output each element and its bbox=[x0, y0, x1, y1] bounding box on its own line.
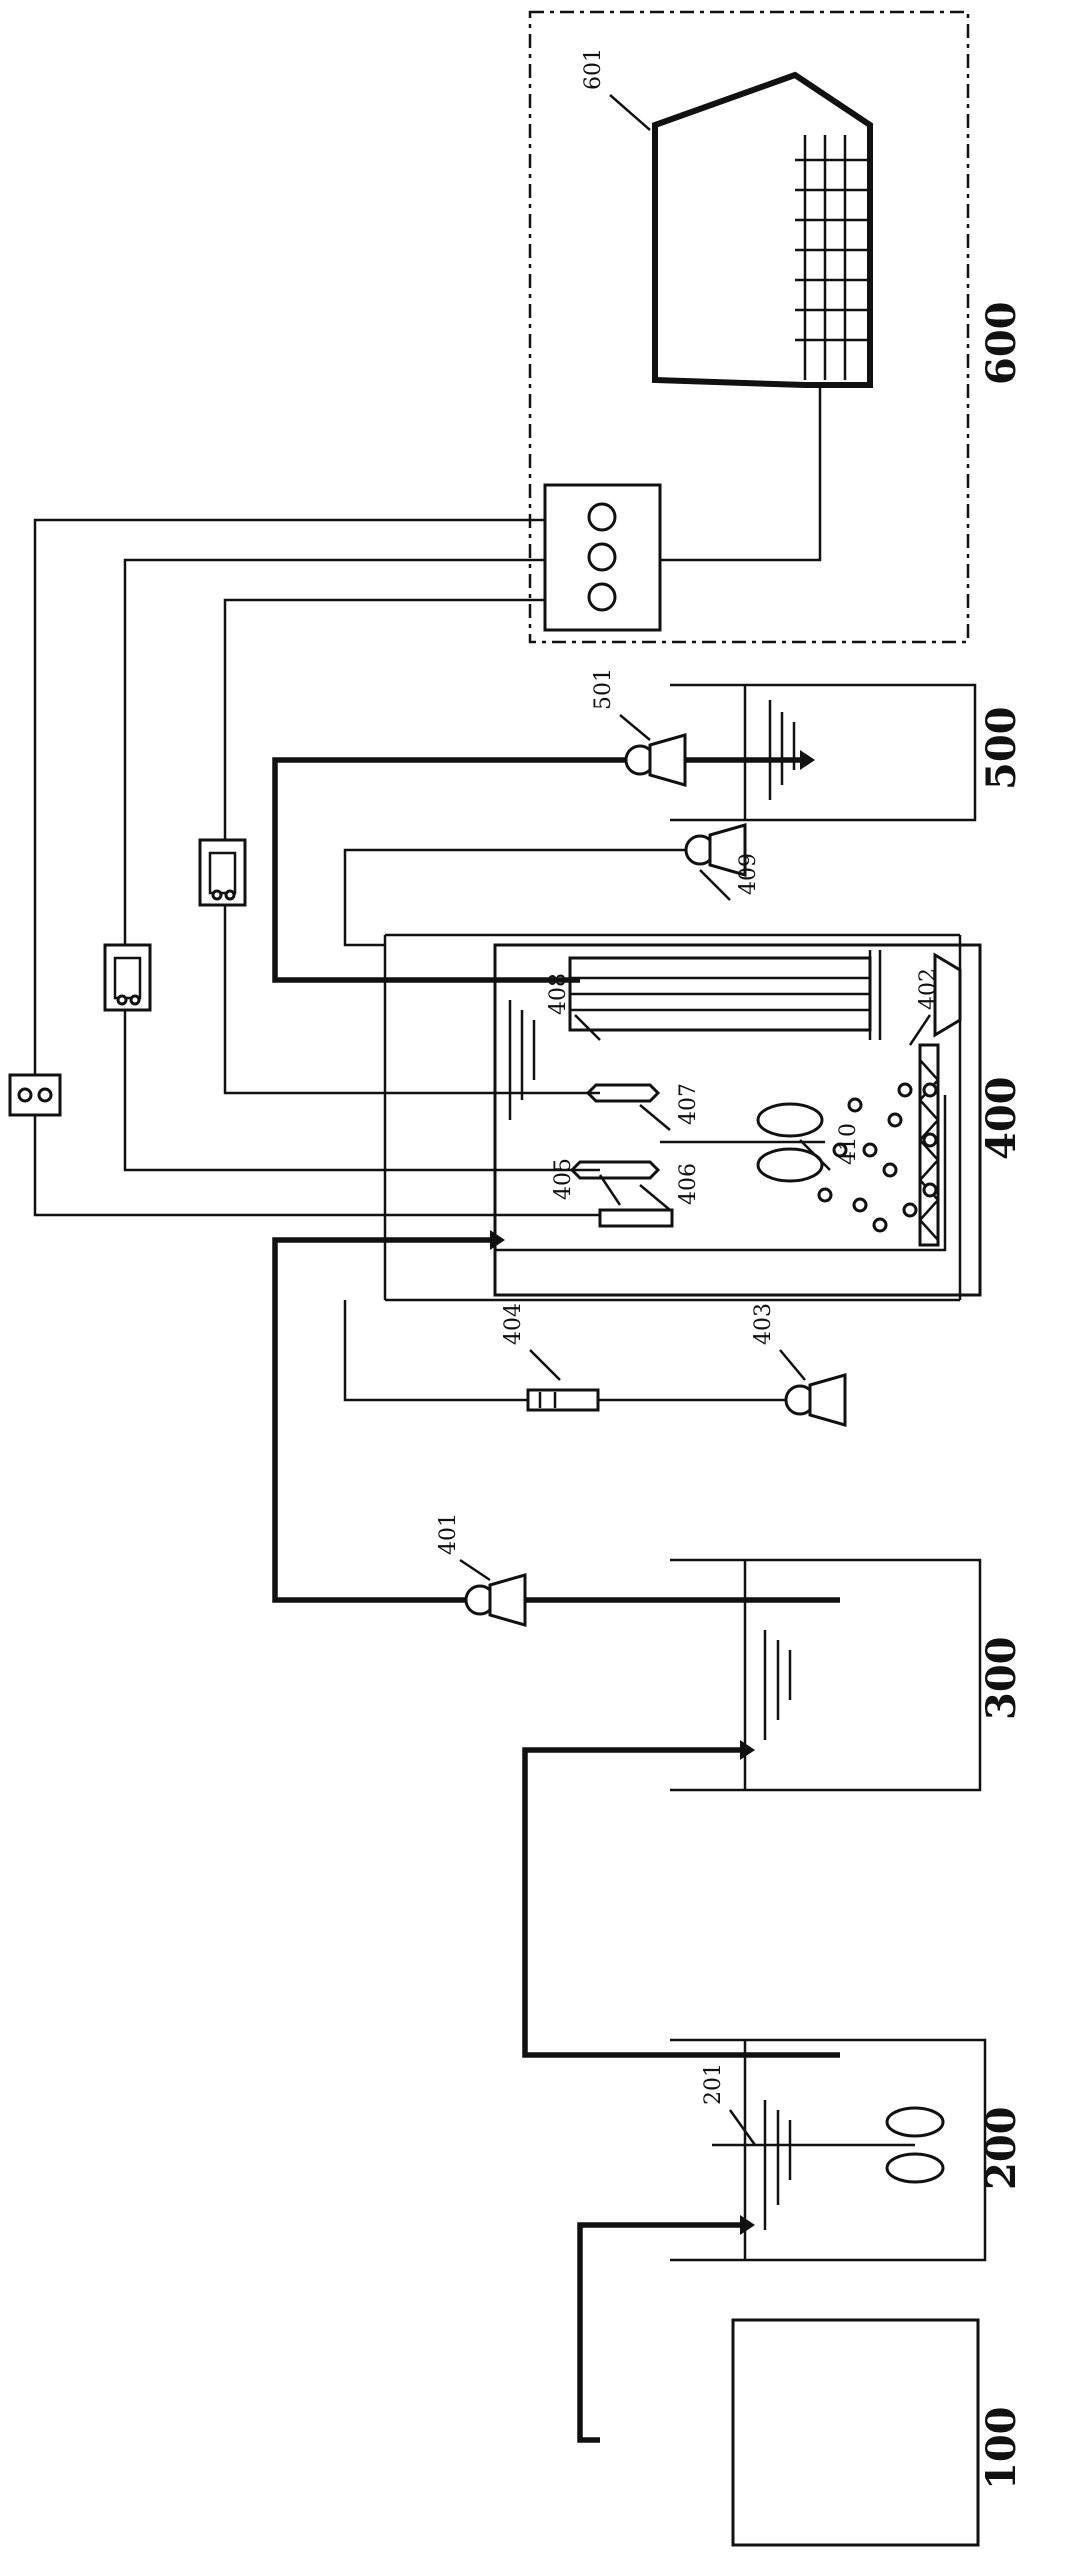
membrane-module-408 bbox=[568, 950, 962, 1040]
pump-409 bbox=[684, 823, 747, 877]
label-601: 601 bbox=[581, 48, 606, 90]
stirrer-410 bbox=[660, 1102, 825, 1183]
tank-500 bbox=[670, 683, 977, 822]
label-407: 407 bbox=[676, 1083, 701, 1125]
signal-box-3 bbox=[198, 838, 247, 907]
label-405: 405 bbox=[551, 1158, 576, 1200]
pump-501 bbox=[624, 733, 687, 787]
label-200: 200 bbox=[978, 2107, 1025, 2191]
label-408: 408 bbox=[546, 973, 571, 1015]
label-201: 201 bbox=[701, 2063, 726, 2105]
label-501: 501 bbox=[591, 668, 616, 710]
label-403: 403 bbox=[751, 1303, 776, 1345]
tank-300 bbox=[670, 1558, 982, 1792]
label-500: 500 bbox=[978, 707, 1025, 791]
label-401: 401 bbox=[436, 1513, 461, 1555]
label-404: 404 bbox=[501, 1303, 526, 1345]
leader-lines bbox=[459, 94, 932, 2146]
stirrer-201 bbox=[712, 2106, 945, 2184]
pump-401 bbox=[464, 1573, 527, 1627]
label-600: 600 bbox=[978, 302, 1025, 386]
label-406: 406 bbox=[676, 1163, 701, 1205]
aerator-402 bbox=[918, 1043, 940, 1247]
label-410: 410 bbox=[836, 1123, 861, 1165]
reactor-400 bbox=[383, 933, 982, 1302]
label-100: 100 bbox=[978, 2407, 1025, 2491]
signal-box-1 bbox=[8, 1073, 62, 1117]
label-402: 402 bbox=[916, 968, 941, 1010]
computer-601 bbox=[652, 71, 873, 388]
pump-403 bbox=[784, 1373, 847, 1427]
label-400: 400 bbox=[978, 1077, 1025, 1161]
bubbles bbox=[817, 1082, 918, 1233]
label-409: 409 bbox=[736, 853, 761, 895]
tank-100 bbox=[731, 2318, 980, 2547]
signal-box-2 bbox=[103, 943, 152, 1012]
label-300: 300 bbox=[978, 1637, 1025, 1721]
tank-200 bbox=[670, 2038, 987, 2262]
control-box-600 bbox=[528, 10, 970, 644]
flowmeter-404 bbox=[526, 1388, 600, 1412]
piping bbox=[33, 385, 840, 2443]
sensor-405 bbox=[598, 1208, 674, 1228]
